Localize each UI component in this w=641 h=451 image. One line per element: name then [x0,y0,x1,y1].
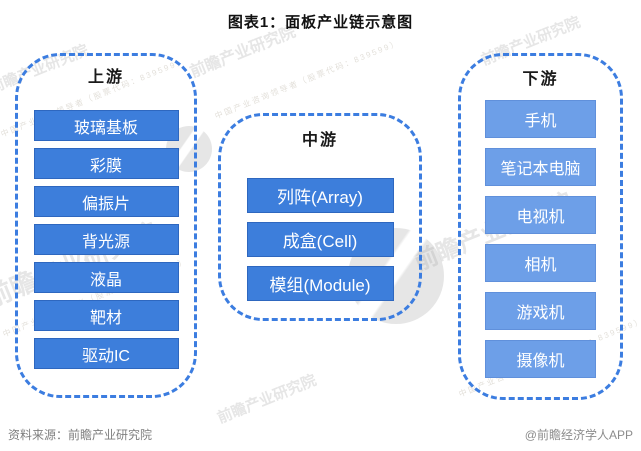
chain-item: 背光源 [33,224,179,255]
chain-item: 靶材 [33,300,179,331]
chain-item: 相机 [485,244,596,282]
chain-item: 笔记本电脑 [485,148,596,186]
downstream-column: 下游 手机 笔记本电脑 电视机 相机 游戏机 摄像机 [458,53,623,400]
chain-item: 模组(Module) [246,266,394,301]
upstream-column: 上游 玻璃基板 彩膜 偏振片 背光源 液晶 靶材 驱动IC [15,53,197,398]
chain-item: 摄像机 [485,340,596,378]
page-title: 图表1：面板产业链示意图 [227,14,414,31]
chain-item: 玻璃基板 [33,110,179,141]
source-note: 资料来源：前瞻产业研究院 [8,428,153,442]
watermark-subtext: 中国产业咨询领导者（股票代码：839599） [213,38,402,121]
chain-item: 手机 [485,100,596,138]
midstream-column: 中游 列阵(Array) 成盒(Cell) 模组(Module) [218,113,422,321]
chain-item: 偏振片 [33,186,179,217]
chain-item: 驱动IC [33,338,179,369]
chain-item: 电视机 [485,196,596,234]
chain-item: 彩膜 [33,148,179,179]
midstream-column-title: 中游 [301,132,338,149]
upstream-items: 玻璃基板 彩膜 偏振片 背光源 液晶 靶材 驱动IC [18,110,194,369]
midstream-items: 列阵(Array) 成盒(Cell) 模组(Module) [221,178,419,301]
chain-item: 成盒(Cell) [246,222,394,257]
downstream-column-title: 下游 [522,71,559,88]
chain-item: 游戏机 [485,292,596,330]
chain-item: 液晶 [33,262,179,293]
credit-note: @前瞻经济学人APP [524,428,633,442]
chain-item: 列阵(Array) [246,178,394,213]
watermark-text: 前瞻产业研究院 [215,371,319,427]
downstream-items: 手机 笔记本电脑 电视机 相机 游戏机 摄像机 [461,100,620,378]
upstream-column-title: 上游 [87,69,124,86]
